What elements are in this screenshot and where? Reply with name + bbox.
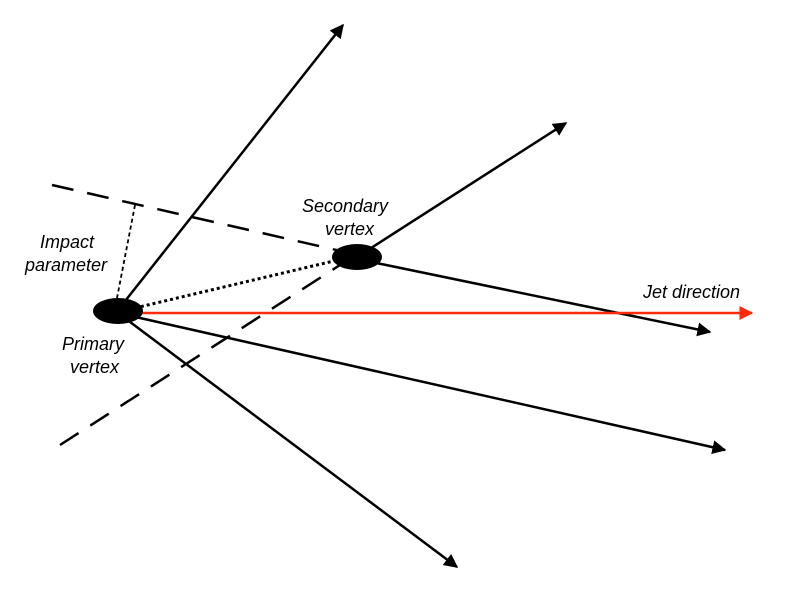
primary-vertex-label-line2: vertex xyxy=(70,357,120,377)
secondary-vertex-label-line1: Secondary xyxy=(302,196,389,216)
dashed-reference-line-upper xyxy=(51,183,346,254)
track-arrow-down xyxy=(117,311,459,569)
jet-direction-label: Jet direction xyxy=(642,282,740,302)
impact-parameter-label-line2: parameter xyxy=(24,255,108,275)
secondary-track-arrow-upper xyxy=(356,121,568,259)
primary-vertex-label-line1: Primary xyxy=(62,334,125,354)
primary-vertex xyxy=(93,298,143,324)
dashed-reference-line-lower xyxy=(59,263,341,447)
secondary-vertex-label-line2: vertex xyxy=(325,219,375,239)
impact-parameter-label-line1: Impact xyxy=(40,232,95,252)
impact-parameter-line xyxy=(116,204,136,299)
track-arrow-lower-right xyxy=(117,311,727,455)
secondary-vertex xyxy=(332,244,382,270)
secondary-track-arrow-lower xyxy=(356,257,712,337)
track-arrow-up xyxy=(117,23,344,311)
vertex-connection-dotted-line xyxy=(134,258,339,310)
